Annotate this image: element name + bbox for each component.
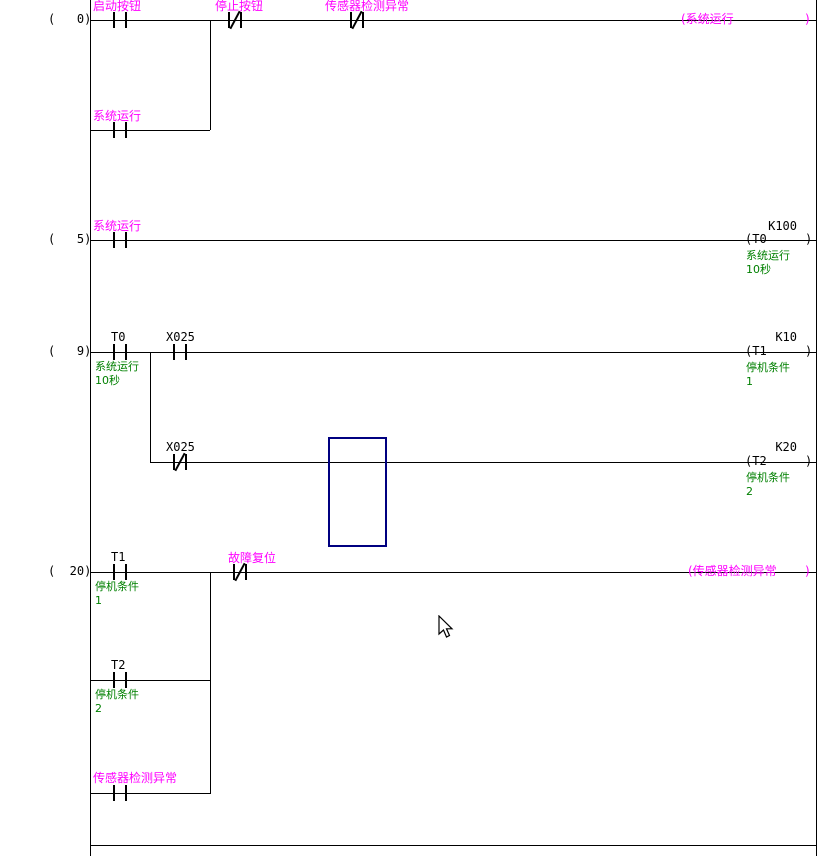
contact-bar bbox=[350, 12, 352, 28]
contact-stop-button-nc[interactable] bbox=[228, 10, 242, 30]
rung0-wire bbox=[90, 20, 816, 21]
system-running-contact-label: 系统运行 bbox=[93, 219, 142, 233]
x025-contact-label: X025 bbox=[166, 330, 195, 344]
coil-system-running[interactable]: (系统运行 bbox=[681, 12, 734, 26]
contact-bar bbox=[125, 344, 127, 360]
t1-coil-comment-line1: 停机条件 bbox=[746, 361, 790, 374]
right-power-rail bbox=[816, 0, 817, 856]
nc-slash bbox=[229, 10, 241, 30]
next-rung-wire bbox=[90, 845, 816, 846]
start-button-label: 启动按钮 bbox=[93, 0, 142, 13]
contact-bar bbox=[228, 12, 230, 28]
t0-contact-label: T0 bbox=[111, 330, 126, 344]
nc-slash bbox=[351, 10, 363, 30]
t0-comment-line2: 10秒 bbox=[746, 263, 771, 276]
coil-sensor-error[interactable]: (传感器检测异常 bbox=[688, 564, 777, 578]
t1-contact-label: T1 bbox=[111, 550, 126, 564]
contact-bar bbox=[113, 564, 115, 580]
nc-slash bbox=[174, 452, 186, 472]
contact-bar bbox=[185, 454, 187, 470]
coil-t1[interactable]: (T1 bbox=[745, 344, 767, 358]
coil-close-paren: ) bbox=[805, 454, 813, 468]
contact-bar bbox=[125, 785, 127, 801]
contact-bar bbox=[245, 564, 247, 580]
contact-bar bbox=[113, 672, 115, 688]
t2-coil-comment-line1: 停机条件 bbox=[746, 471, 790, 484]
sensor-error-seal-label: 传感器检测异常 bbox=[93, 771, 178, 785]
coil-t2[interactable]: (T2 bbox=[745, 454, 767, 468]
contact-bar bbox=[113, 344, 115, 360]
coil-t0[interactable]: (T0 bbox=[745, 232, 767, 246]
t2-contact-comment-line2: 2 bbox=[95, 702, 102, 715]
left-power-rail bbox=[90, 0, 91, 856]
contact-bar bbox=[113, 232, 115, 248]
mouse-cursor bbox=[438, 614, 456, 643]
t0-preset-value: K100 bbox=[768, 219, 797, 233]
contact-bar bbox=[240, 12, 242, 28]
t1-coil-comment-line2: 1 bbox=[746, 375, 753, 388]
contact-bar bbox=[113, 12, 115, 28]
t0-contact-comment-line1: 系统运行 bbox=[95, 360, 139, 373]
contact-start-button[interactable] bbox=[113, 12, 127, 28]
t1-contact-comment-line2: 1 bbox=[95, 594, 102, 607]
coil-close-paren: ) bbox=[805, 344, 813, 358]
t1-contact-comment-line1: 停机条件 bbox=[95, 580, 139, 593]
t2-preset-value: K20 bbox=[775, 440, 797, 454]
nc-slash bbox=[234, 562, 246, 582]
sensor-error-label: 传感器检测异常 bbox=[325, 0, 410, 13]
contact-x025-no[interactable] bbox=[173, 344, 187, 360]
t0-contact-comment-line2: 10秒 bbox=[95, 374, 120, 387]
contact-bar bbox=[125, 564, 127, 580]
coil-close-paren: ) bbox=[805, 12, 810, 26]
contact-bar bbox=[125, 232, 127, 248]
contact-system-running-seal[interactable] bbox=[113, 122, 127, 138]
system-running-seal-label: 系统运行 bbox=[93, 109, 142, 123]
t2-coil-comment-line2: 2 bbox=[746, 485, 753, 498]
rung9-wire bbox=[90, 352, 816, 353]
rung20-branch-vertical bbox=[210, 572, 211, 794]
contact-x025-nc[interactable] bbox=[173, 452, 187, 472]
rung20-wire bbox=[90, 572, 816, 573]
fault-reset-label: 故障复位 bbox=[228, 551, 277, 565]
contact-bar bbox=[113, 122, 115, 138]
selection-cursor[interactable] bbox=[328, 437, 387, 547]
contact-bar bbox=[185, 344, 187, 360]
t0-comment-line1: 系统运行 bbox=[746, 249, 790, 262]
rung0-step-number: ( 0) bbox=[48, 12, 92, 26]
stop-button-label: 停止按钮 bbox=[215, 0, 264, 13]
coil-close-paren: ) bbox=[805, 232, 813, 246]
contact-system-running[interactable] bbox=[113, 232, 127, 248]
contact-bar bbox=[125, 122, 127, 138]
rung20-branch1-wire bbox=[90, 680, 210, 681]
contact-bar bbox=[173, 344, 175, 360]
rung9-branch-wire bbox=[150, 462, 816, 463]
contact-t1[interactable] bbox=[113, 564, 127, 580]
t1-preset-value: K10 bbox=[775, 330, 797, 344]
contact-bar bbox=[125, 12, 127, 28]
rung9-step-number: ( 9) bbox=[48, 344, 92, 358]
rung9-branch-vertical bbox=[150, 352, 151, 462]
rung20-branch2-wire bbox=[90, 793, 210, 794]
t2-contact-label: T2 bbox=[111, 658, 126, 672]
contact-fault-reset-nc[interactable] bbox=[233, 562, 247, 582]
rung0-branch-wire bbox=[90, 130, 210, 131]
contact-sensor-error-seal[interactable] bbox=[113, 785, 127, 801]
contact-sensor-error-nc[interactable] bbox=[350, 10, 364, 30]
x025-nc-contact-label: X025 bbox=[166, 440, 195, 454]
contact-bar bbox=[233, 564, 235, 580]
contact-t0[interactable] bbox=[113, 344, 127, 360]
mouse-cursor-icon bbox=[438, 614, 454, 638]
contact-bar bbox=[362, 12, 364, 28]
rung0-branch-vertical bbox=[210, 20, 211, 130]
coil-close-paren: ) bbox=[805, 564, 810, 578]
contact-bar bbox=[113, 785, 115, 801]
contact-bar bbox=[173, 454, 175, 470]
rung5-wire bbox=[90, 240, 816, 241]
contact-t2[interactable] bbox=[113, 672, 127, 688]
rung5-step-number: ( 5) bbox=[48, 232, 92, 246]
rung20-step-number: ( 20) bbox=[48, 564, 92, 578]
contact-bar bbox=[125, 672, 127, 688]
t2-contact-comment-line1: 停机条件 bbox=[95, 688, 139, 701]
